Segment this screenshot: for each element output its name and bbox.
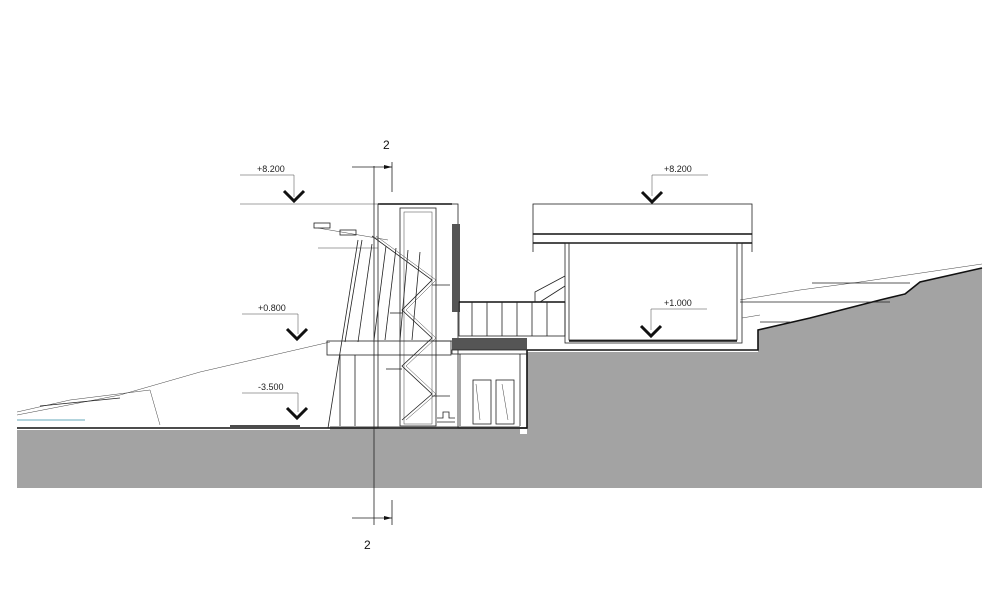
lower-hall <box>459 354 521 426</box>
section-mark-top: 2 <box>383 138 390 152</box>
level-chevron-icon <box>640 190 664 205</box>
level-marker-left-terrace: +0.800 <box>242 303 309 342</box>
bridge <box>451 275 566 355</box>
level-label: +0.800 <box>258 303 286 313</box>
level-chevron-icon <box>639 324 663 339</box>
ground-left <box>17 426 527 488</box>
level-marker-left-ground: -3.500 <box>242 382 309 421</box>
level-chevron-icon <box>282 189 306 204</box>
right-building <box>532 203 761 344</box>
terrain-line-right <box>520 267 983 429</box>
slope-line-left <box>16 341 331 416</box>
tower-structure <box>240 203 460 429</box>
level-marker-right-roof: +8.200 <box>640 164 708 205</box>
section-mark-bottom: 2 <box>364 538 371 552</box>
section-line-2: 2 2 <box>352 138 393 552</box>
ground-right <box>527 268 982 488</box>
level-marker-left-roof: +8.200 <box>240 164 306 204</box>
terrain-back-line <box>739 263 983 301</box>
level-label: +8.200 <box>257 164 285 174</box>
level-label: -3.500 <box>258 382 284 392</box>
level-label: +1.000 <box>664 298 692 308</box>
level-label: +8.200 <box>664 164 692 174</box>
level-chevron-icon <box>285 327 309 342</box>
level-chevron-icon <box>285 406 309 421</box>
level-marker-right-floor: +1.000 <box>639 298 707 339</box>
